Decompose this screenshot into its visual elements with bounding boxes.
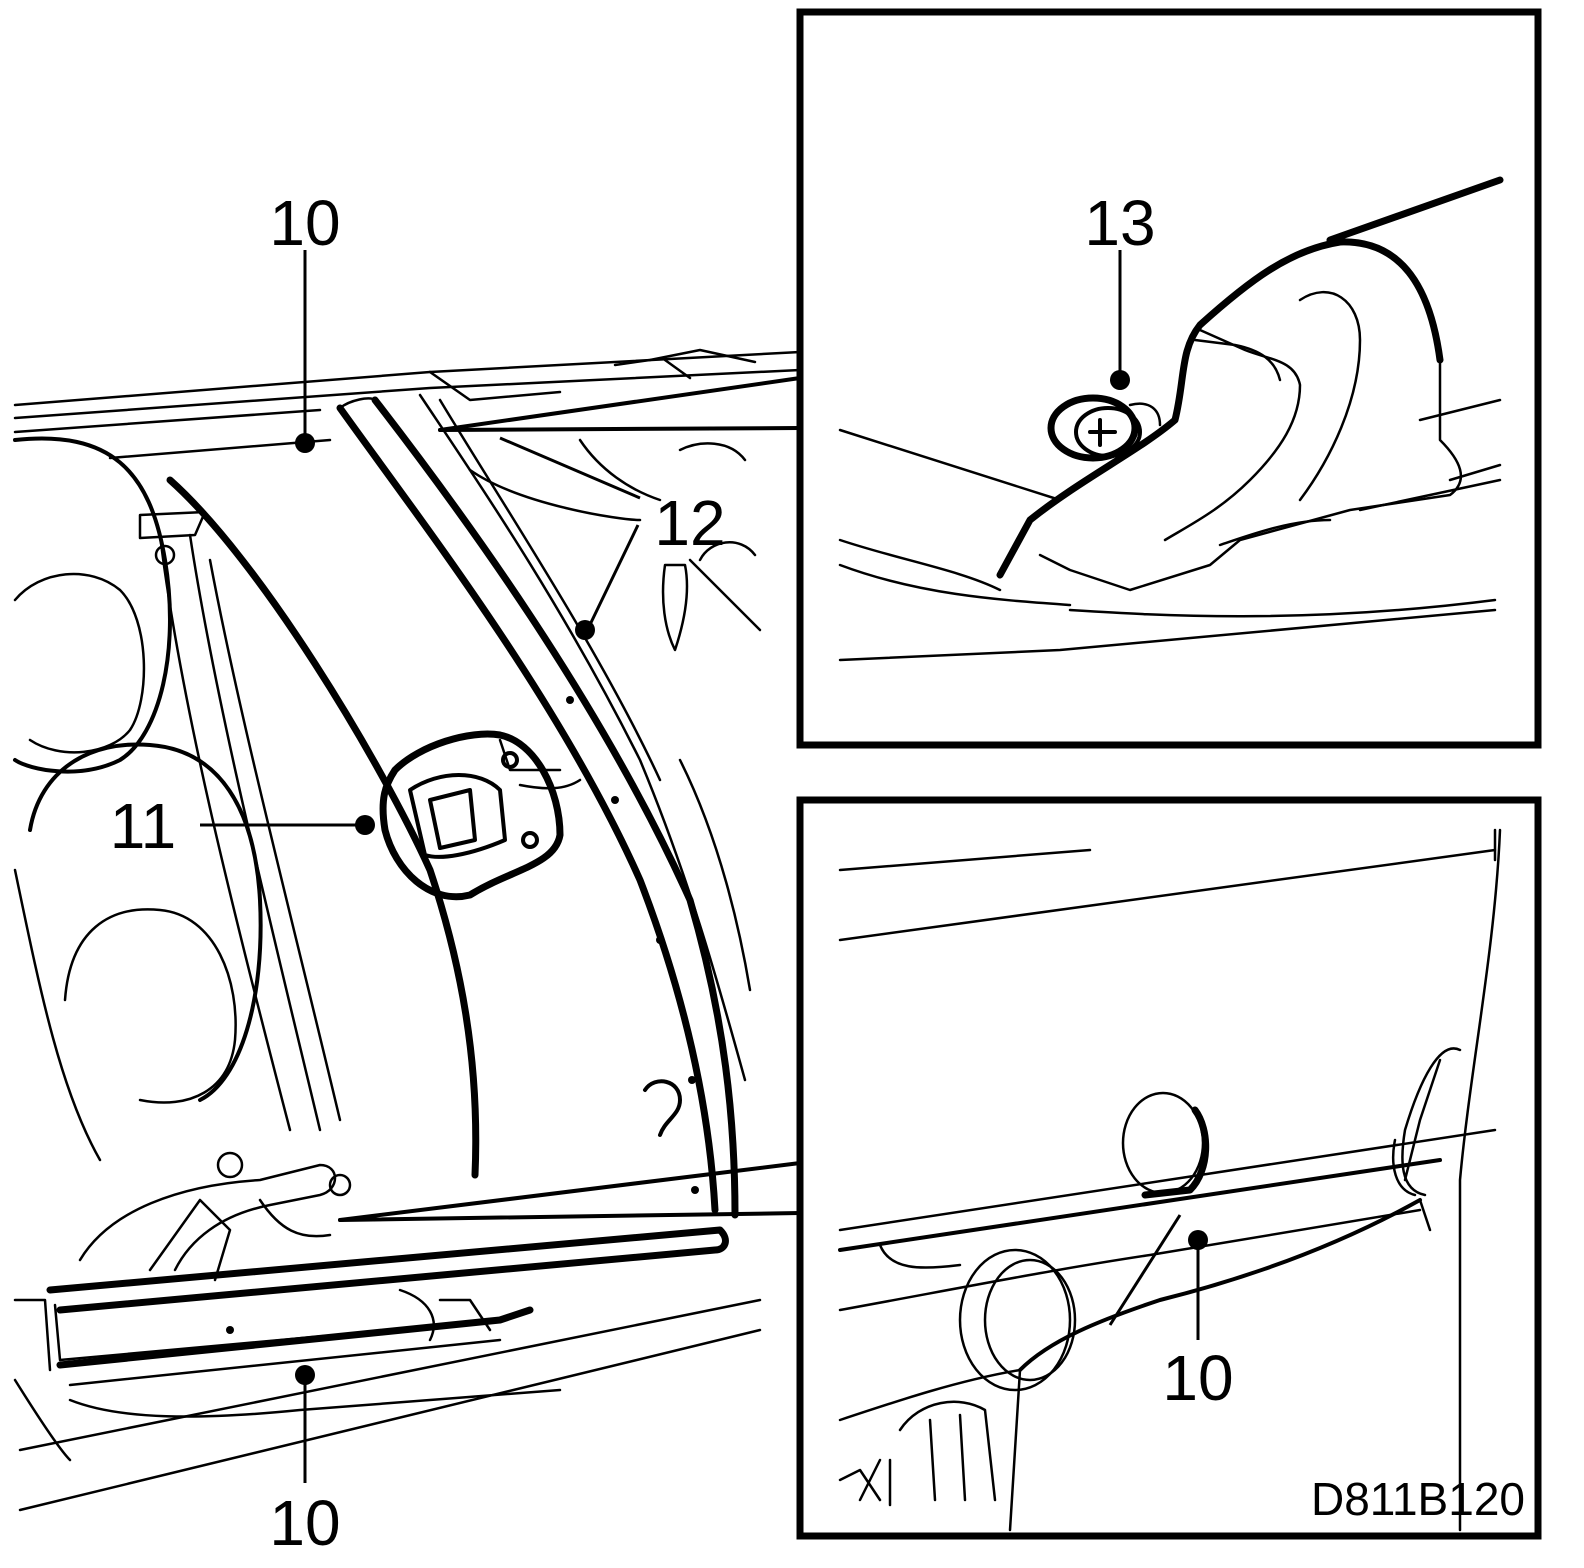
- drawing-code: D811B120: [1311, 1473, 1525, 1525]
- callout-dot-10-bottom: [295, 1365, 315, 1385]
- callout-dot-11: [355, 815, 375, 835]
- callout-dot-10-detail: [1188, 1230, 1208, 1250]
- callout-dot-13: [1110, 370, 1130, 390]
- labels: 10 10 11 12 13 10 D811B120: [110, 187, 1525, 1559]
- screw-13: [1047, 394, 1139, 462]
- label-13: 13: [1084, 187, 1155, 259]
- detail-frame-bottom: [796, 796, 1542, 1540]
- label-10-top: 10: [269, 187, 340, 259]
- label-11: 11: [110, 790, 176, 862]
- label-12: 12: [654, 487, 725, 559]
- callout-dot-12: [575, 620, 595, 640]
- leaders: [200, 250, 1208, 1483]
- label-10-detail: 10: [1162, 1342, 1233, 1414]
- detail-frame-top: [796, 8, 1542, 749]
- detail-view-top: [796, 8, 1542, 749]
- main-view: [13, 348, 802, 1512]
- detail-view-bottom: [796, 796, 1542, 1540]
- callout-dot-10-top: [295, 433, 315, 453]
- label-10-bottom: 10: [269, 1487, 340, 1559]
